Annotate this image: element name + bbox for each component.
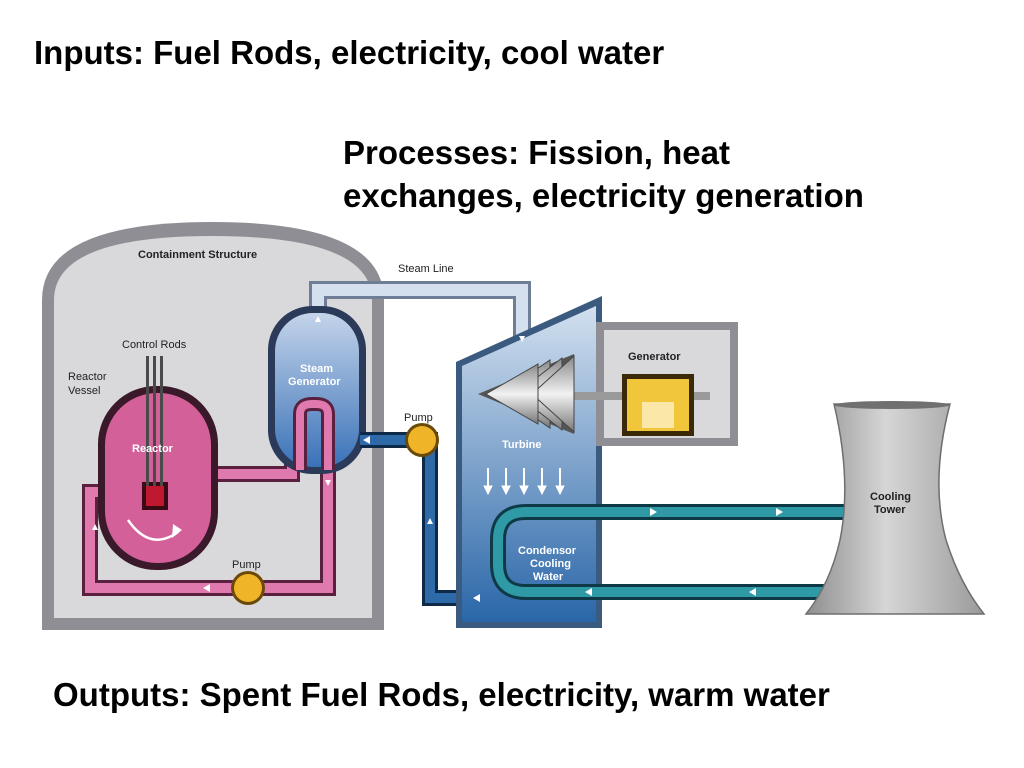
processes-line-2: exchanges, electricity generation <box>343 177 864 214</box>
condenser-label-3: Water <box>533 571 564 583</box>
generator-building <box>560 322 738 446</box>
control-rods <box>146 356 163 486</box>
reactor-label: Reactor <box>132 443 174 455</box>
processes-heading: Processes: Fission, heat exchanges, elec… <box>343 131 864 217</box>
pump-bottom-label: Pump <box>232 559 261 571</box>
turbine-label: Turbine <box>502 439 542 451</box>
steam-generator-label-1: Steam <box>300 363 333 375</box>
steam-generator-label-2: Generator <box>288 376 341 388</box>
condenser-label-1: Condensor <box>518 545 577 557</box>
steam-flow-arrows <box>483 468 565 496</box>
pump-primary <box>231 571 265 605</box>
outputs-heading: Outputs: Spent Fuel Rods, electricity, w… <box>53 676 830 713</box>
turbine-blades <box>478 354 575 434</box>
steam-line-label: Steam Line <box>398 263 454 275</box>
steam-generator <box>268 306 366 474</box>
pump-secondary <box>405 423 439 457</box>
cooling-tower-label-2: Tower <box>874 504 906 516</box>
pump-top-label: Pump <box>404 412 433 424</box>
inputs-heading: Inputs: Fuel Rods, electricity, cool wat… <box>34 34 665 71</box>
containment-label: Containment Structure <box>138 249 257 261</box>
generator-label: Generator <box>628 351 681 363</box>
cooling-water-pipe <box>490 504 845 600</box>
reactor-vessel <box>98 386 218 570</box>
cooling-tower-label-1: Cooling <box>870 491 911 503</box>
turbine-hall <box>456 296 602 628</box>
pipe-flow-arrows <box>92 316 783 602</box>
processes-line-1: Processes: Fission, heat <box>343 134 730 171</box>
reactor-vessel-label-1: Reactor <box>68 371 107 383</box>
condenser-label-2: Cooling <box>530 558 571 570</box>
control-rods-label: Control Rods <box>122 339 187 351</box>
reactor-vessel-label-2: Vessel <box>68 385 100 397</box>
cooling-tower <box>804 401 986 615</box>
